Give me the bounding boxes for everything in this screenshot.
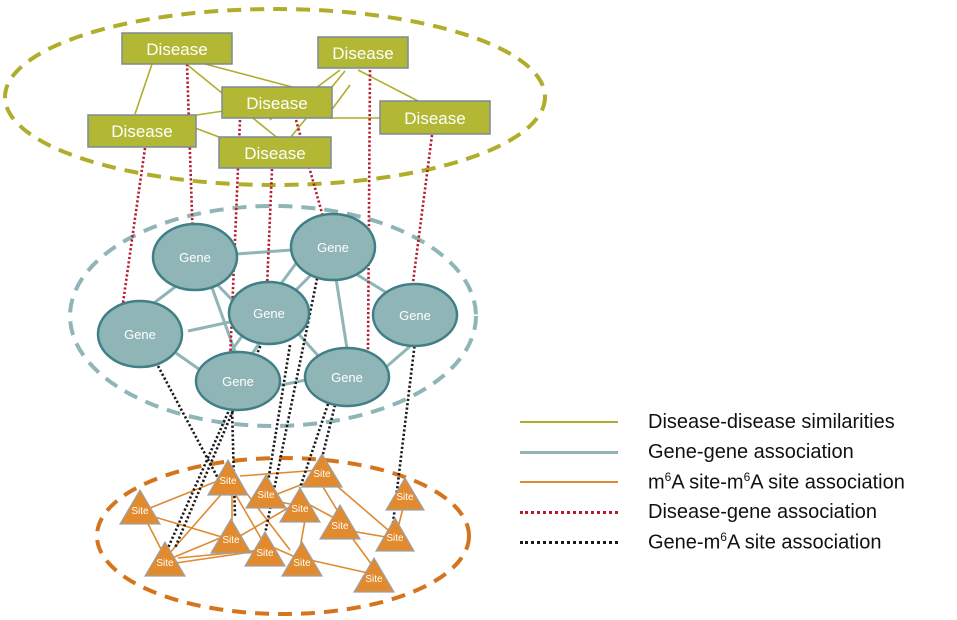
legend: Disease-disease similarities Gene-gene a… bbox=[520, 407, 950, 557]
disease-node[interactable]: Disease bbox=[221, 86, 333, 119]
site-node-label: Site bbox=[313, 469, 331, 480]
legend-item-disease-gene: Disease-gene association bbox=[520, 497, 950, 527]
gene-layer-ellipse bbox=[68, 204, 478, 428]
site-node[interactable]: Site bbox=[143, 540, 187, 577]
site-node-label: Site bbox=[365, 574, 383, 585]
gene-node[interactable]: Gene bbox=[303, 346, 391, 408]
site-node[interactable]: Site bbox=[244, 473, 288, 509]
site-node-label: Site bbox=[256, 548, 274, 559]
disease-node-label: Disease bbox=[111, 122, 172, 141]
gene-nodes: Gene Gene Gene Gene Gene Gene Gene bbox=[96, 212, 459, 412]
site-node-label: Site bbox=[331, 521, 349, 532]
legend-item-gene-gene: Gene-gene association bbox=[520, 437, 950, 467]
site-node-label: Site bbox=[293, 558, 311, 569]
site-node-label: Site bbox=[131, 506, 149, 517]
site-node[interactable]: Site bbox=[374, 516, 416, 552]
legend-label: m6A site-m6A site association bbox=[648, 469, 905, 494]
site-node[interactable]: Site bbox=[206, 458, 250, 496]
gene-node[interactable]: Gene bbox=[227, 280, 311, 346]
disease-nodes: Disease Disease Disease Disease Disease … bbox=[87, 32, 491, 169]
disease-node[interactable]: Disease bbox=[379, 100, 491, 135]
gene-node-label: Gene bbox=[399, 308, 431, 323]
legend-item-gene-site: Gene-m6A site association bbox=[520, 527, 950, 557]
gene-node[interactable]: Gene bbox=[371, 282, 459, 348]
site-node[interactable]: Site bbox=[278, 486, 322, 523]
gene-node[interactable]: Gene bbox=[96, 299, 184, 369]
site-nodes: Site Site Site Site Site Site Site Site bbox=[118, 452, 426, 593]
site-node-label: Site bbox=[222, 535, 240, 546]
gene-node-label: Gene bbox=[331, 370, 363, 385]
legend-swatch-dotted bbox=[520, 510, 618, 514]
site-node[interactable]: Site bbox=[243, 530, 287, 567]
legend-swatch-solid bbox=[520, 421, 618, 423]
site-node[interactable]: Site bbox=[352, 556, 396, 593]
gene-node-label: Gene bbox=[124, 327, 156, 342]
gene-node-label: Gene bbox=[253, 306, 285, 321]
disease-node-label: Disease bbox=[146, 40, 207, 59]
legend-item-site-site: m6A site-m6A site association bbox=[520, 467, 950, 497]
legend-swatch-solid bbox=[520, 450, 618, 454]
legend-swatch-solid bbox=[520, 481, 618, 483]
legend-swatch-dotted bbox=[520, 540, 618, 544]
legend-item-disease-disease: Disease-disease similarities bbox=[520, 407, 950, 437]
site-node-label: Site bbox=[396, 492, 414, 503]
gene-node[interactable]: Gene bbox=[194, 350, 282, 412]
site-node[interactable]: Site bbox=[209, 517, 253, 554]
gene-node-label: Gene bbox=[179, 250, 211, 265]
gene-node-label: Gene bbox=[317, 240, 349, 255]
gene-node-label: Gene bbox=[222, 374, 254, 389]
legend-label: Gene-m6A site association bbox=[648, 529, 882, 554]
site-node[interactable]: Site bbox=[280, 540, 324, 577]
site-layer-ellipse bbox=[95, 456, 471, 616]
site-node[interactable]: Site bbox=[300, 452, 344, 488]
disease-node-label: Disease bbox=[244, 144, 305, 163]
disease-node[interactable]: Disease bbox=[218, 136, 332, 169]
site-node[interactable]: Site bbox=[384, 476, 426, 511]
legend-label: Disease-gene association bbox=[648, 500, 878, 523]
site-node-label: Site bbox=[257, 490, 275, 501]
disease-node-label: Disease bbox=[246, 94, 307, 113]
gene-node[interactable]: Gene bbox=[289, 212, 377, 282]
site-node-label: Site bbox=[156, 558, 174, 569]
disease-node[interactable]: Disease bbox=[121, 32, 233, 65]
site-node-label: Site bbox=[291, 504, 309, 515]
site-node-label: Site bbox=[219, 476, 237, 487]
disease-node-label: Disease bbox=[332, 44, 393, 63]
gene-node[interactable]: Gene bbox=[151, 222, 239, 292]
site-node-label: Site bbox=[386, 533, 404, 544]
legend-label: Gene-gene association bbox=[648, 440, 854, 463]
site-node[interactable]: Site bbox=[318, 503, 362, 540]
site-node[interactable]: Site bbox=[118, 488, 162, 525]
disease-node-label: Disease bbox=[404, 109, 465, 128]
disease-node[interactable]: Disease bbox=[87, 114, 197, 148]
legend-label: Disease-disease similarities bbox=[648, 410, 895, 433]
disease-layer-ellipse bbox=[3, 7, 547, 187]
disease-node[interactable]: Disease bbox=[317, 36, 409, 69]
